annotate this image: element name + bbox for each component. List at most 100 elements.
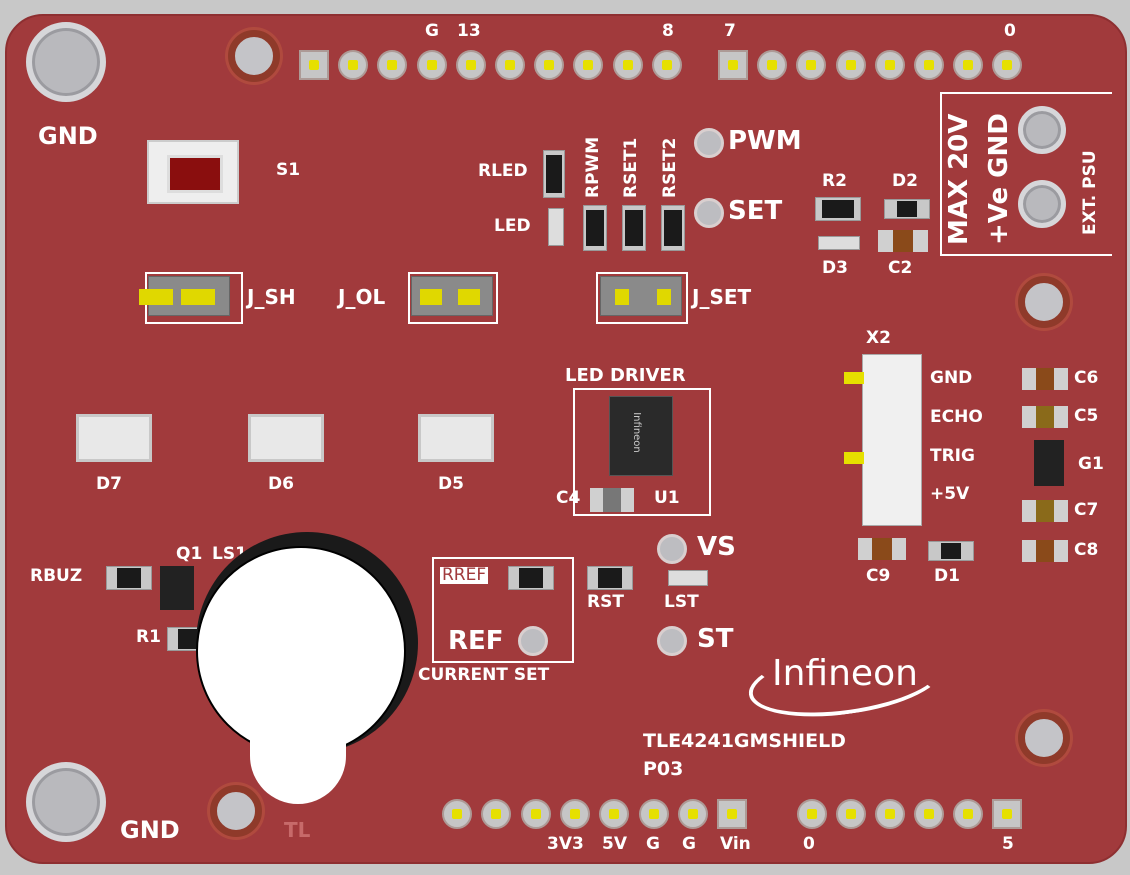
j-set-outline bbox=[596, 272, 688, 324]
led-driver-label: LED DRIVER bbox=[565, 365, 686, 386]
header-bottom-left-pin bbox=[559, 799, 590, 829]
header-label-g2: G bbox=[682, 834, 696, 854]
x2-pin-trig bbox=[844, 452, 864, 464]
j-sh-label: J_SH bbox=[247, 285, 296, 309]
mounting-hole-bottom-right bbox=[1018, 712, 1070, 764]
header-label-3v3: 3V3 bbox=[547, 834, 584, 854]
d6-led bbox=[248, 414, 324, 462]
vs-testpoint[interactable] bbox=[657, 534, 687, 564]
st-testpoint[interactable] bbox=[657, 626, 687, 656]
rset2-label: RSET2 bbox=[660, 137, 680, 198]
header-label-5v: 5V bbox=[602, 834, 627, 854]
d2-diode bbox=[884, 199, 930, 219]
header-top-left-pin bbox=[338, 50, 369, 80]
u1-marking: Infineon bbox=[630, 412, 642, 453]
rref-label: RREF bbox=[440, 565, 489, 585]
board-revision: P03 bbox=[643, 758, 684, 780]
header-bottom-left-pin bbox=[520, 799, 551, 829]
mounting-hole-bottom-left bbox=[26, 762, 106, 842]
header-top-right-pin bbox=[835, 50, 866, 80]
g1-regulator bbox=[1034, 440, 1064, 486]
header-bottom-left-pin bbox=[638, 799, 669, 829]
ref-testpoint[interactable] bbox=[518, 626, 548, 656]
header-label-0-bottom: 0 bbox=[803, 834, 815, 854]
x2-connector[interactable] bbox=[862, 354, 922, 526]
d6-label: D6 bbox=[268, 474, 294, 494]
board-name: TLE4241GMSHIELD bbox=[643, 730, 846, 752]
set-testpoint[interactable] bbox=[694, 198, 724, 228]
header-bottom-right-pin bbox=[797, 799, 827, 829]
header-top-left-pin bbox=[377, 50, 408, 80]
d1-diode bbox=[928, 541, 974, 561]
header-top-left-pin bbox=[299, 50, 329, 80]
j-ol-label: J_OL bbox=[338, 285, 386, 309]
d7-led bbox=[76, 414, 152, 462]
rled-resistor bbox=[543, 150, 565, 198]
j-sh-jumper[interactable] bbox=[139, 276, 230, 316]
s1-label: S1 bbox=[276, 160, 301, 180]
rbuz-resistor bbox=[106, 566, 152, 590]
header-top-left-pin bbox=[612, 50, 643, 80]
lst-label: LST bbox=[664, 592, 699, 612]
r2-label: R2 bbox=[822, 171, 847, 191]
j-ol-jumper[interactable] bbox=[411, 276, 493, 316]
header-top-left-pin bbox=[534, 50, 565, 80]
psu-positive-terminal[interactable] bbox=[1018, 180, 1066, 228]
gnd-label-bottom: GND bbox=[120, 816, 180, 844]
x2-pin-gnd bbox=[844, 372, 864, 384]
header-label-8: 8 bbox=[662, 21, 674, 41]
header-label-0: 0 bbox=[1004, 21, 1016, 41]
rset1-label: RSET1 bbox=[621, 137, 641, 198]
d3-label: D3 bbox=[822, 258, 848, 278]
infineon-logo: Infineon bbox=[744, 634, 948, 728]
pwm-testpoint[interactable] bbox=[694, 128, 724, 158]
ls1-buzzer-tab bbox=[250, 700, 346, 804]
header-top-right-pin bbox=[796, 50, 827, 80]
x2-trig-label: TRIG bbox=[930, 446, 975, 466]
s1-actuator[interactable] bbox=[167, 155, 223, 193]
j-set-label: J_SET bbox=[692, 285, 752, 309]
header-top-left-pin bbox=[416, 50, 447, 80]
rbuz-label: RBUZ bbox=[30, 566, 83, 586]
rset1-resistor bbox=[622, 205, 646, 251]
x2-echo-label: ECHO bbox=[930, 407, 983, 427]
header-top-left-pin bbox=[651, 50, 682, 80]
st-label: ST bbox=[697, 624, 734, 654]
infineon-logo-text: Infineon bbox=[772, 653, 918, 694]
rled-label: RLED bbox=[478, 161, 528, 181]
current-set-outline bbox=[432, 557, 574, 663]
s1-pushbutton[interactable] bbox=[147, 140, 239, 204]
r1-label: R1 bbox=[136, 627, 161, 647]
rpwm-label: RPWM bbox=[583, 136, 603, 198]
u1-ic: Infineon bbox=[609, 396, 673, 476]
j-set-jumper[interactable] bbox=[600, 276, 682, 316]
header-bottom-left-pin bbox=[442, 799, 472, 829]
header-top-right-pin bbox=[757, 50, 788, 80]
psu-gnd-terminal[interactable] bbox=[1018, 106, 1066, 154]
ve-gnd-label: +Ve GND bbox=[984, 113, 1014, 245]
d5-led bbox=[418, 414, 494, 462]
c7-label: C7 bbox=[1074, 500, 1099, 520]
r2-resistor bbox=[815, 197, 861, 221]
led-indicator bbox=[548, 208, 564, 246]
lst-led bbox=[668, 570, 708, 586]
d1-label: D1 bbox=[934, 566, 960, 586]
header-label-vin: Vin bbox=[720, 834, 751, 854]
ext-psu-block bbox=[940, 92, 1112, 256]
rst-label: RST bbox=[587, 592, 624, 612]
led-driver-outline bbox=[573, 388, 711, 516]
j-ol-outline bbox=[408, 272, 498, 324]
header-label-g1: G bbox=[646, 834, 660, 854]
header-top-left-pin bbox=[573, 50, 604, 80]
header-bottom-right-pin bbox=[836, 799, 866, 829]
header-bottom-right-pin bbox=[992, 799, 1022, 829]
c6-capacitor bbox=[1022, 368, 1068, 390]
pwm-label: PWM bbox=[728, 126, 802, 156]
header-bottom-right-pin bbox=[914, 799, 944, 829]
header-top-left-pin bbox=[495, 50, 525, 80]
c5-capacitor bbox=[1022, 406, 1068, 428]
set-label: SET bbox=[728, 196, 783, 226]
c2-capacitor bbox=[878, 230, 928, 252]
mounting-hole-top-left bbox=[26, 22, 106, 102]
x2-5v-label: +5V bbox=[930, 484, 970, 504]
